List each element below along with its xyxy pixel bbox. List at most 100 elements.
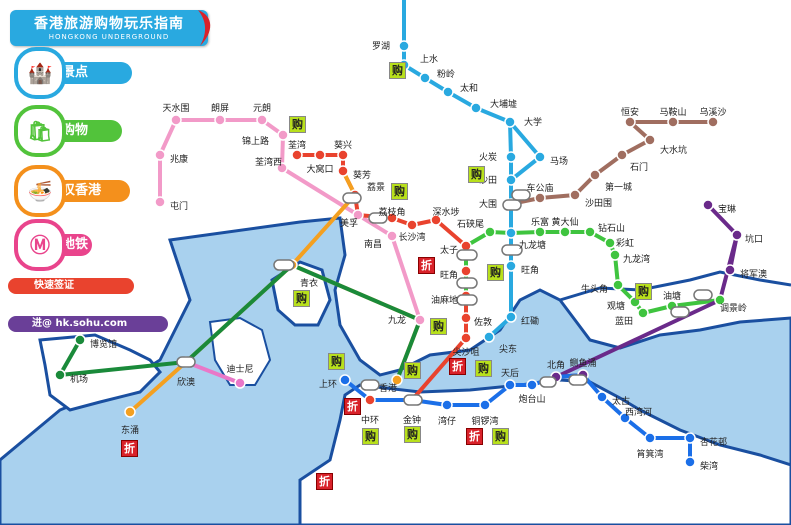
station-dot-wukaisha[interactable] <box>707 116 719 128</box>
station-label-saiwanho: 西湾河 <box>625 406 652 418</box>
station-dot-shatin[interactable] <box>505 174 517 186</box>
station-dot-mongkokeast[interactable] <box>505 260 517 272</box>
discount-badge-1[interactable]: 折 <box>449 358 466 375</box>
shopping-badge-5[interactable]: 购 <box>293 290 310 307</box>
station-dot-hanghau[interactable] <box>731 229 743 241</box>
discount-badge-5[interactable]: 折 <box>316 473 333 490</box>
discount-badge-0[interactable]: 折 <box>418 257 435 274</box>
station-dot-causewaybay[interactable] <box>479 399 491 411</box>
station-dot-jordan[interactable] <box>460 312 472 324</box>
shopping-badge-10[interactable]: 购 <box>475 360 492 377</box>
station-label-longping: 朗屏 <box>211 102 229 114</box>
station-dot-shamshuipo[interactable] <box>430 214 442 226</box>
shopping-badge-1[interactable]: 购 <box>289 116 306 133</box>
discount-badge-3[interactable]: 折 <box>466 428 483 445</box>
station-dot-lamtin[interactable] <box>637 307 649 319</box>
station-dot-fanling[interactable] <box>419 72 431 84</box>
station-dot-shatinwai[interactable] <box>569 189 581 201</box>
station-dot-university[interactable] <box>504 116 516 128</box>
station-dot-cheungshawan[interactable] <box>406 219 418 231</box>
station-label-racecourse: 马场 <box>550 156 568 167</box>
station-dot-tiukengleng[interactable] <box>714 294 726 306</box>
shopping-badge-11[interactable]: 购 <box>404 426 421 443</box>
station-dot-kwaihing[interactable] <box>337 149 349 161</box>
station-dot-kowloonbay[interactable] <box>609 249 621 261</box>
shopping-badge-7[interactable]: 购 <box>328 353 345 370</box>
station-dot-tinshuiwai[interactable] <box>170 114 182 126</box>
station-dot-sheungwan[interactable] <box>339 374 351 386</box>
station-dot-meifoo[interactable] <box>352 209 364 221</box>
station-dot-chaiwan[interactable] <box>684 456 696 468</box>
station-dot-central[interactable] <box>364 394 376 406</box>
station-dot-taikoo[interactable] <box>596 391 608 403</box>
station-dot-tuenmun[interactable] <box>154 196 166 208</box>
station-dot-disneyland[interactable] <box>234 377 246 389</box>
station-dot-polam[interactable] <box>702 199 714 211</box>
shopping-badge-0[interactable]: 购 <box>389 62 406 79</box>
shopping-badge-4[interactable]: 购 <box>487 264 504 281</box>
station-dot-yuenlong[interactable] <box>256 114 268 126</box>
station-dot-tsuenwanwest[interactable] <box>276 162 288 174</box>
station-dot-taiwo[interactable] <box>442 86 454 98</box>
station-label-quarrybay: 鲗鱼涌 <box>569 357 596 369</box>
station-dot-shekkipmei[interactable] <box>484 226 496 238</box>
visa-button[interactable]: 快速签证 <box>8 278 134 294</box>
station-dot-ngautaukok[interactable] <box>612 279 624 291</box>
station-dot-wanchai[interactable] <box>441 399 453 411</box>
station-dot-hangon[interactable] <box>624 116 636 128</box>
station-dot-siuhong[interactable] <box>154 149 166 161</box>
station-dot-racecourse[interactable] <box>534 151 546 163</box>
station-dot-shaukeiwan[interactable] <box>644 432 656 444</box>
station-dot-saiwanho[interactable] <box>619 412 631 424</box>
station-dot-lowu[interactable] <box>398 40 410 52</box>
shopping-badge-6[interactable]: 购 <box>430 318 447 335</box>
station-dot-tsimshatsui[interactable] <box>460 332 472 344</box>
station-dot-kowloon[interactable] <box>414 314 426 326</box>
shopping-badge-9[interactable]: 购 <box>635 283 652 300</box>
station-dot-asiaworldexpo[interactable] <box>74 334 86 346</box>
category-shopping-bag[interactable]: 🛍购物 <box>14 105 122 157</box>
station-dot-citywonsmatch[interactable] <box>589 169 601 181</box>
station-dot-mongkok[interactable] <box>460 265 472 277</box>
shopping-badge-13[interactable]: 购 <box>492 428 509 445</box>
station-label-choihung: 彩虹 <box>616 238 634 249</box>
station-dot-hongkong[interactable] <box>391 374 403 386</box>
station-dot-kamsheungroad[interactable] <box>277 129 289 141</box>
station-dot-taishuihang[interactable] <box>644 134 656 146</box>
shopping-badge-8[interactable]: 购 <box>404 362 421 379</box>
station-dot-diamondhill[interactable] <box>584 226 596 238</box>
station-dot-taipomarket[interactable] <box>470 102 482 114</box>
station-dot-tungchung[interactable] <box>124 406 136 418</box>
discount-badge-4[interactable]: 折 <box>121 440 138 457</box>
station-dot-kwaifong[interactable] <box>337 165 349 177</box>
station-dot-tsuenwan[interactable] <box>291 149 303 161</box>
station-dot-taiwohau[interactable] <box>314 149 326 161</box>
station-dot-easttsimshatsui[interactable] <box>483 331 495 343</box>
station-dot-wongtaisin[interactable] <box>559 226 571 238</box>
category-scenic-building[interactable]: 🏰景点 <box>14 47 132 99</box>
station-dot-longping[interactable] <box>214 114 226 126</box>
station-dot-fotan[interactable] <box>505 151 517 163</box>
station-dot-airport[interactable] <box>54 369 66 381</box>
station-dot-tseungkwano[interactable] <box>724 264 736 276</box>
station-dot-choihung[interactable] <box>604 237 616 249</box>
category-dining[interactable]: 🍜叹香港 <box>14 165 130 217</box>
station-dot-kowloontong[interactable] <box>505 227 517 239</box>
station-dot-fortresshill[interactable] <box>526 379 538 391</box>
shopping-badge-2[interactable]: 购 <box>391 183 408 200</box>
website-link[interactable]: 进@ hk.sohu.com <box>8 316 168 332</box>
station-dot-lokfu[interactable] <box>534 226 546 238</box>
station-dot-hengfachuen[interactable] <box>684 432 696 444</box>
station-dot-hunghom[interactable] <box>505 311 517 323</box>
station-dot-tinhau[interactable] <box>504 379 516 391</box>
station-label-airport: 机场 <box>70 373 88 385</box>
station-dot-chekungtemple[interactable] <box>534 192 546 204</box>
station-dot-namcheong[interactable] <box>386 230 398 242</box>
interchange-capsule-8 <box>670 306 690 318</box>
shopping-badge-3[interactable]: 购 <box>468 166 485 183</box>
station-dot-maonshan[interactable] <box>667 116 679 128</box>
shopping-badge-12[interactable]: 购 <box>362 428 379 445</box>
discount-badge-2[interactable]: 折 <box>344 398 361 415</box>
station-dot-shekmun[interactable] <box>616 149 628 161</box>
